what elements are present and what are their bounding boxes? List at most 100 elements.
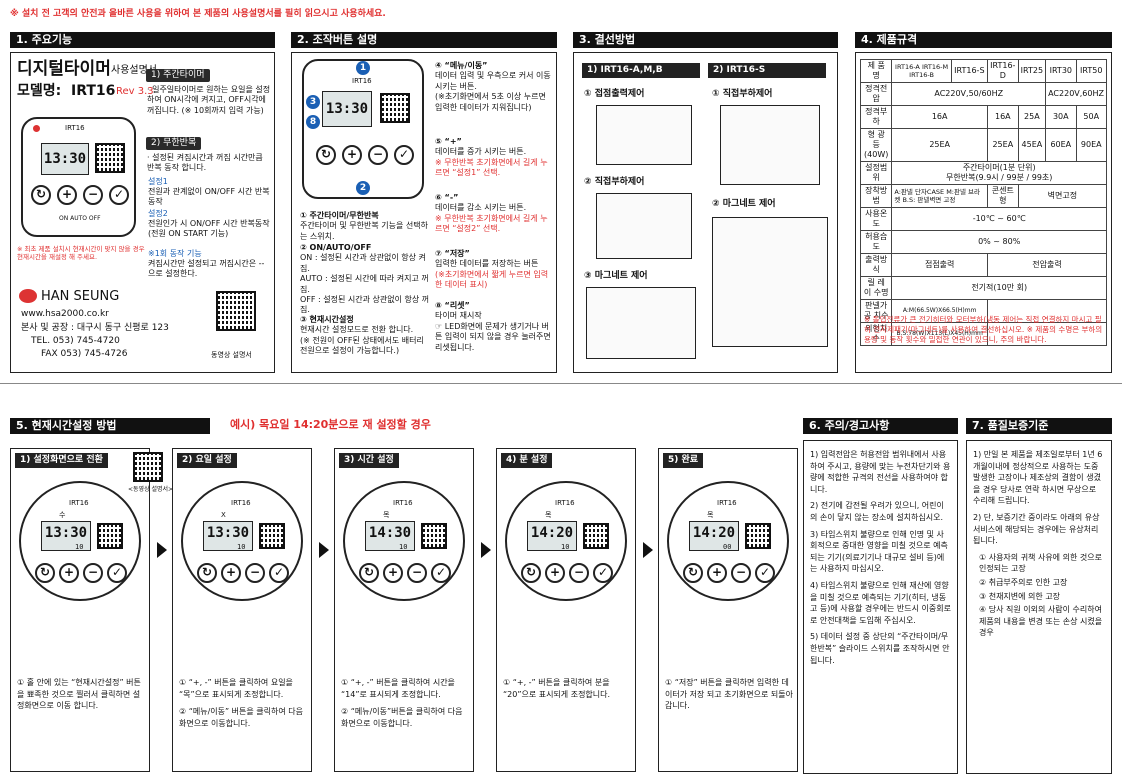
spec-cell: 사용온도 [859, 207, 893, 231]
warranty-item: ② 취급부주의로 인한 고장 [979, 577, 1068, 587]
spec-cell: 25A [1017, 105, 1047, 129]
contact-wiring-diagram [596, 105, 692, 165]
spec-cell: 전압출력 [986, 253, 1108, 277]
step-qr-icon [745, 523, 771, 549]
next-arrow-icon [157, 542, 167, 558]
step-title: 4) 분 설정 [501, 453, 553, 469]
warranty-2: 2) 단, 보증기간 중이라도 아래의 유상서비스에 해당되는 경우에는 유상처… [973, 512, 1100, 546]
warranty-item: ③ 천재지변에 의한 고장 [979, 591, 1061, 601]
section-1-bar: 1. 주요기능 [10, 32, 275, 48]
minus-button-icon: − [83, 563, 103, 583]
spec-cell: 45EA [1017, 128, 1047, 162]
spec-cell: 장착방법 [859, 184, 893, 208]
top-warning: ※ 설치 전 고객의 안전과 올바른 사용을 위하여 본 제품의 사용설명서를 … [10, 9, 386, 19]
step-day: X [221, 511, 226, 519]
plus-button-2-icon: + [342, 145, 362, 165]
warranty-item: ④ 당사 직원 이외의 사람이 수리하여 제품의 내용을 변경 또는 손상 시켰… [979, 605, 1103, 638]
website-url: www.hsa2000.co.kr [21, 309, 109, 319]
feature-1-title: 1) 주간타이머 [146, 69, 210, 83]
on-auto-off-label: ON AUTO OFF [59, 215, 101, 222]
step-instruction: ① “저장” 버튼을 클릭하면 입력한 데이터가 저장 되고 초기화면으로 되돌… [665, 678, 793, 711]
model-name: IRT16 [71, 83, 116, 99]
step-title: 5) 완료 [663, 453, 704, 469]
step-text: ① “저장” 버튼을 클릭하면 입력한 데이터가 저장 되고 초기화면으로 되돌… [665, 677, 793, 712]
step-title: 3) 시간 설정 [339, 453, 399, 469]
magnet-s-diagram [712, 217, 828, 347]
step-device-model: IRT16 [555, 499, 575, 507]
spec-note: ※ 돌입전류가 큰 전기히터와 모터부하(냉동 제어는 직접 연결하지 마시고 … [864, 315, 1103, 344]
step-instruction: ① “+, -” 버튼을 클릭하여 분을 “20”으로 표시되게 조정합니다. [503, 678, 611, 699]
product-title-suffix: 사용설명서 [111, 65, 157, 76]
spec-cell: 25EA [986, 128, 1019, 162]
save-button-icon: ✓ [593, 563, 613, 583]
spec-cell: AC220V,60HZ [1045, 82, 1107, 106]
minus-button-icon: − [83, 185, 103, 205]
spec-cell: 16A [891, 105, 988, 129]
step-lcd-time: 13:30 [41, 521, 91, 551]
item-7: ⑦ “저장”입력한 데이터를 저장하는 버튼(※초기화면에서 짧게 누르면 입력… [435, 249, 549, 290]
save-button-icon: ✓ [107, 563, 127, 583]
section-4-bar: 4. 제품규격 [855, 32, 1112, 48]
step-device-model: IRT16 [69, 499, 89, 507]
minus-button-icon: − [569, 563, 589, 583]
spec-cell: 정격부하 [859, 105, 893, 129]
menu-button-icon: ↻ [521, 563, 541, 583]
spec-cell: 50A [1075, 105, 1108, 129]
spec-cell: A:판넬 단자CASE M:판넬 브라켓 B.S: 판넬벽면 고정 [891, 184, 988, 208]
caution-4: 4) 타임스위치 불량으로 인해 재산에 영향을 미칠 것으로 예측되는 기기(… [810, 580, 951, 625]
timer-device-illustration: IRT16 13:30 ↻ + − ✓ ON AUTO OFF [21, 117, 136, 237]
step-lcd-time: 14:30 [365, 521, 415, 551]
qr-code-icon-2 [380, 93, 410, 123]
button-layout-device: IRT16 13:30 ↻ + − ✓ 1 3 8 2 [302, 59, 424, 199]
setting-1-text: 전원과 관계없이 ON/OFF 시간 반복동작 [148, 187, 270, 207]
menu-button-icon: ↻ [359, 563, 379, 583]
step-text: ① 홀 안에 있는 “현재시간설정” 버튼을 뾰족한 것으로 찔러서 클릭하면 … [17, 677, 145, 712]
spec-cell: 전기적(10만 회) [891, 276, 1107, 300]
hanseung-logo-icon [19, 289, 37, 303]
section-7-bar: 7. 품질보증기준 [966, 418, 1112, 434]
section-3-panel: 1) IRT16-A,M,B 2) IRT16-S ① 접점출력제어 ② 직접부… [573, 52, 838, 373]
company-address: 본사 및 공장 : 대구시 동구 신평로 123 [21, 323, 169, 333]
spec-col: IRT16-S [950, 59, 988, 83]
device-model: IRT16 [65, 124, 85, 132]
spec-cell: 25EA [891, 128, 988, 162]
setting-2-text: 전원인가 시 ON/OFF 시간 반복동작(전원 ON START 기능) [148, 219, 270, 239]
spec-table: 제 품 명 IRT16-A IRT16-M IRT16-B IRT16-S IR… [859, 59, 1108, 346]
menu-button-2-icon: ↻ [316, 145, 336, 165]
video-manual-qr-icon [216, 291, 256, 331]
company-tel: TEL. 053) 745-4720 [31, 336, 120, 346]
step-lcd-sub: 10 [561, 543, 570, 551]
menu-button-icon: ↻ [31, 185, 51, 205]
direct-load-s-diagram [720, 105, 820, 185]
direct-load-s-title: ① 직접부하제어 [712, 89, 773, 99]
magnet-a-diagram [586, 287, 696, 359]
spec-cell: 콘센트형 [986, 184, 1019, 208]
spec-cell: 설정범위 [859, 161, 893, 185]
step-lcd-time: 14:20 [689, 521, 739, 551]
section-5-bar: 5. 현재시간설정 방법 [10, 418, 210, 434]
spec-col: IRT50 [1075, 59, 1108, 83]
spec-cell: 허용습도 [859, 230, 893, 254]
spec-cell: 릴 레 이 수명 [859, 276, 893, 300]
step-text: ① “+, -” 버튼을 클릭하여 분을 “20”으로 표시되게 조정합니다. [503, 677, 631, 700]
company-fax: FAX 053) 745-4726 [41, 349, 128, 359]
step-device-model: IRT16 [717, 499, 737, 507]
first-install-note: ※ 최초 제품 설치시 현재시간이 맞지 않을 경우 현재시간을 재설정 해 주… [17, 245, 145, 262]
once-title: ※1회 동작 기능 [148, 249, 202, 258]
minus-button-icon: − [245, 563, 265, 583]
step-lcd-time: 14:20 [527, 521, 577, 551]
feature-1-text: · 일주일타이머로 원하는 요일을 설정하여 ON시각에 켜지고, OFF시각에… [147, 85, 271, 115]
menu-button-icon: ↻ [35, 563, 55, 583]
plus-button-icon: + [707, 563, 727, 583]
